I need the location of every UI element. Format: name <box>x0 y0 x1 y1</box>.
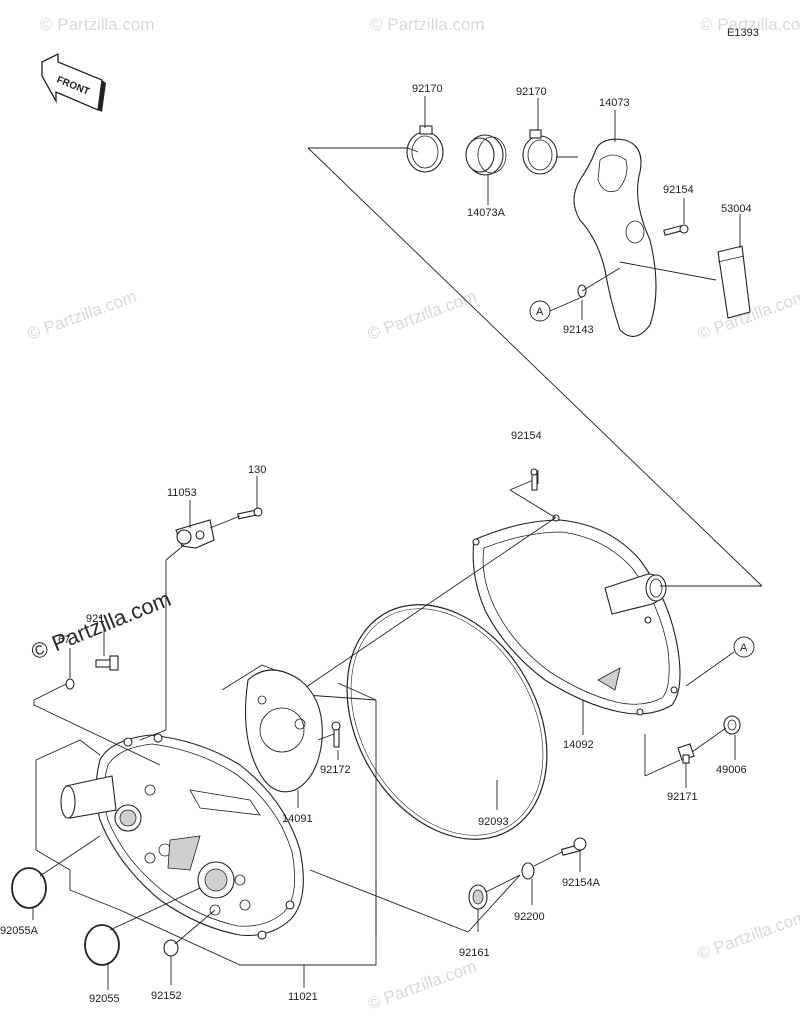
part-label: 67 <box>58 634 70 646</box>
washer-92200 <box>521 862 535 880</box>
part-label: 14073 <box>599 97 630 109</box>
o-ring-92055 <box>84 924 120 966</box>
gasket-92093 <box>346 604 548 840</box>
clamp-92170-left <box>406 125 444 173</box>
screw-92154-middle <box>530 468 538 491</box>
screw-92154-top <box>663 224 689 236</box>
watermark: © Partzilla.com <box>370 15 485 34</box>
boot-14073a <box>465 134 507 176</box>
part-label: 92171 <box>667 791 698 803</box>
svg-text:A: A <box>740 642 748 654</box>
part-label: 53004 <box>721 203 752 215</box>
washer-92152 <box>163 939 179 957</box>
outer-cover-14092 <box>472 514 681 716</box>
part-label: 11021 <box>288 991 318 1003</box>
callout-a-top: A <box>529 300 551 322</box>
bracket-11053 <box>175 519 215 549</box>
part-label: 92200 <box>514 911 545 923</box>
bolt-130 <box>237 507 263 520</box>
part-label: 130 <box>248 464 266 476</box>
watermark: © Partzilla.com <box>365 957 479 1014</box>
part-label: 92055 <box>89 993 120 1005</box>
part-label: 49006 <box>716 764 747 776</box>
nut-92171 <box>677 743 695 764</box>
watermark: © Partzilla.com <box>40 15 155 34</box>
bolt-92154a <box>560 837 587 856</box>
part-label: 14091 <box>282 813 313 825</box>
part-label: 92154 <box>511 430 542 442</box>
watermark: © Partzilla.com <box>695 907 800 964</box>
callout-a-right: A <box>733 636 755 658</box>
o-ring-92055a <box>11 867 47 909</box>
grommet-49006 <box>723 715 741 735</box>
label-53004 <box>717 245 751 319</box>
part-label: 92170 <box>412 83 443 95</box>
part-label: 14092 <box>563 739 594 751</box>
part-label: 92154A <box>562 877 601 889</box>
part-label: 92154 <box>663 184 694 196</box>
part-label: 92161 <box>459 947 490 959</box>
inner-cover-11021 <box>60 733 304 940</box>
part-label: 92093 <box>478 816 509 828</box>
part-number-labels: 92170 92170 14073 14073A 92154 53004 921… <box>0 83 752 1005</box>
o-ring-67xx <box>65 678 75 690</box>
watermark: © Partzilla.com <box>365 287 479 344</box>
part-label: 14073A <box>467 207 506 219</box>
part-label: 92170 <box>516 86 547 98</box>
part-label: 11053 <box>167 487 197 499</box>
bolt-921xx <box>95 655 119 671</box>
screw-92172 <box>331 721 341 748</box>
clamp-92170-right <box>522 129 558 175</box>
duct-14073 <box>573 138 657 337</box>
part-label: 92055A <box>0 925 39 937</box>
part-label: 92152 <box>151 990 182 1002</box>
part-label: 92143 <box>563 324 594 336</box>
svg-text:A: A <box>536 306 544 318</box>
front-arrow-icon: FRONT <box>41 52 106 112</box>
watermark: © Partzilla.com <box>700 15 800 34</box>
grommet-92161 <box>468 884 488 910</box>
part-label: 92172 <box>320 764 351 776</box>
part-label: 921 <box>86 613 104 625</box>
watermark-prominent: © Partzilla.com <box>28 586 175 665</box>
diagram-code: E1393 <box>727 27 759 39</box>
heat-shield-14091 <box>244 669 323 793</box>
watermark: © Partzilla.com <box>25 287 139 344</box>
